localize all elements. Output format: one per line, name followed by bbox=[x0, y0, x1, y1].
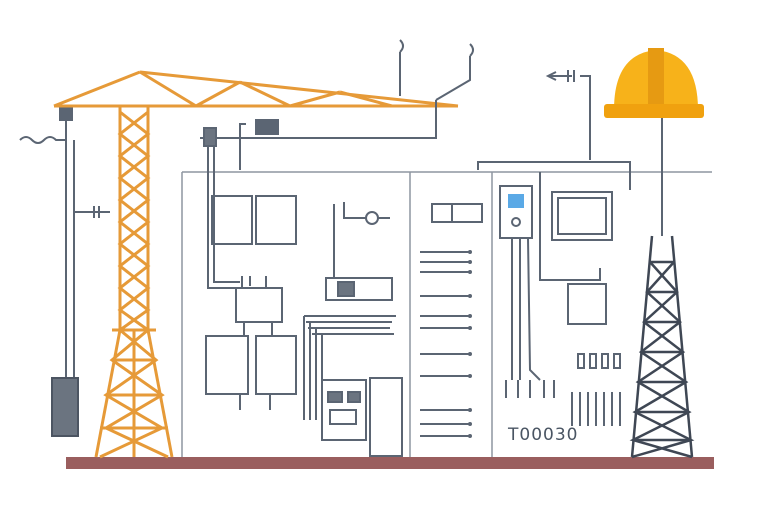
fuse-row-icon bbox=[571, 353, 621, 426]
panel-code-label: T00030 bbox=[507, 425, 578, 445]
left-utility-pole bbox=[19, 107, 110, 437]
transformer-icon bbox=[303, 202, 403, 457]
electrical-panel-icon bbox=[203, 119, 297, 410]
breaker-row-icon bbox=[420, 203, 483, 438]
crane-icon bbox=[53, 70, 459, 459]
lattice-tower-icon bbox=[629, 235, 695, 459]
hoist-cable bbox=[200, 39, 474, 139]
ground-strip bbox=[66, 457, 714, 469]
top-right-wiring bbox=[477, 70, 631, 190]
wall-frame bbox=[181, 171, 712, 457]
control-screen-panel bbox=[499, 172, 613, 398]
hard-hat-icon bbox=[604, 48, 704, 236]
